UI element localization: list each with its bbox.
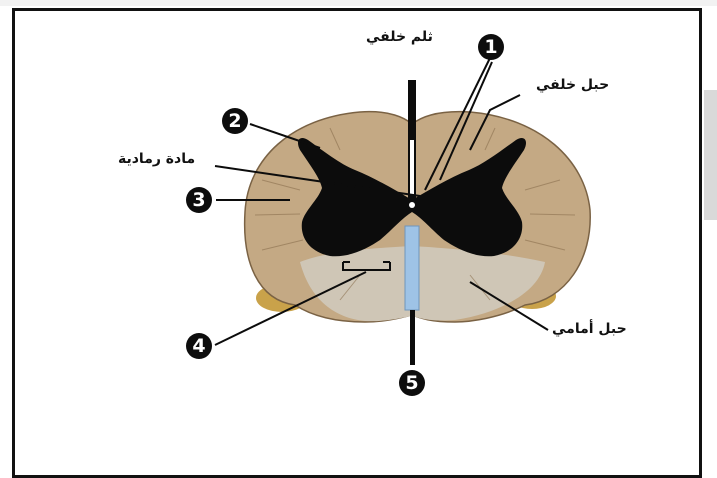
diagram-canvas: ثلم خلفي حبل خلفي مادة رمادية حبل أمامي … xyxy=(0,0,717,448)
posterior-fissure-highlight xyxy=(410,140,414,195)
marker-1: 1 xyxy=(478,34,504,60)
central-canal xyxy=(409,202,415,208)
label-dorsal-column: حبل خلفي xyxy=(536,78,609,92)
label-ventral-column: حبل أمامي xyxy=(552,322,627,336)
spinal-cord-cross-section xyxy=(0,0,717,448)
marker-5: 5 xyxy=(399,370,425,396)
label-grey-matter: مادة رمادية xyxy=(118,152,195,166)
marker-4: 4 xyxy=(186,333,212,359)
label-dorsal-fissure: ثلم خلفي xyxy=(366,30,433,44)
anterior-fissure xyxy=(405,226,419,310)
marker-3: 3 xyxy=(186,187,212,213)
marker-2: 2 xyxy=(222,108,248,134)
anterior-fissure-line xyxy=(410,310,415,365)
